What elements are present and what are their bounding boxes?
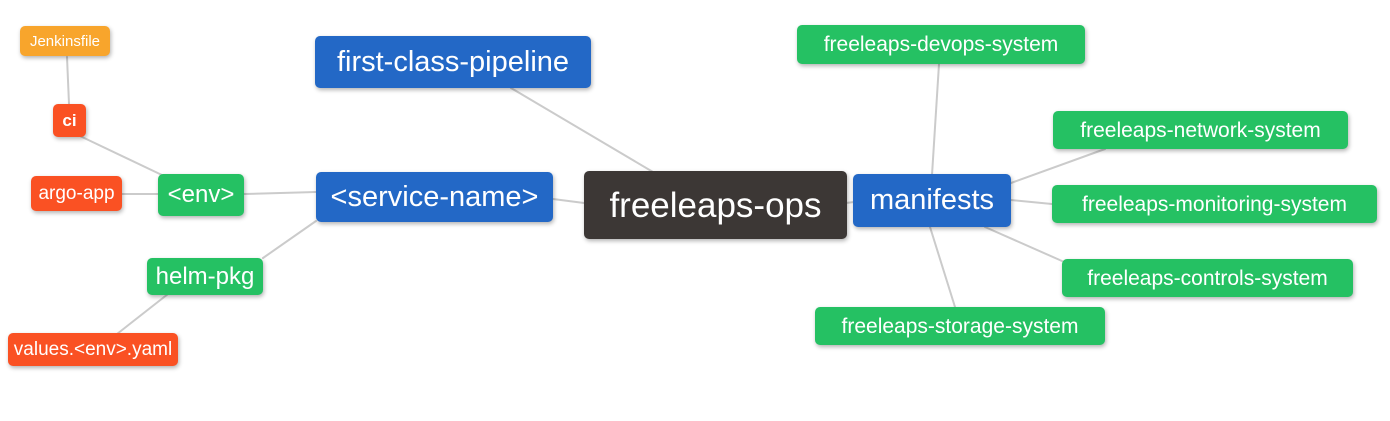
node-ci[interactable]: ci (53, 104, 86, 137)
node-freeleaps-controls-system[interactable]: freeleaps-controls-system (1062, 259, 1353, 297)
node-freeleaps-monitoring-system[interactable]: freeleaps-monitoring-system (1052, 185, 1377, 223)
node-values-env-yaml[interactable]: values.<env>.yaml (8, 333, 178, 366)
edge-service-name-helm-pkg (262, 220, 317, 259)
node-freeleaps-storage-system[interactable]: freeleaps-storage-system (815, 307, 1105, 345)
edge-helm-pkg-values (116, 293, 169, 335)
edge-manifests-storage (929, 226, 956, 308)
node-freeleaps-network-system[interactable]: freeleaps-network-system (1053, 111, 1348, 149)
edge-manifests-network (1010, 148, 1106, 184)
edge-service-name-freeleaps-ops (552, 198, 585, 204)
edge-pipeline-freeleaps-ops (510, 87, 654, 173)
node-first-class-pipeline[interactable]: first-class-pipeline (315, 36, 591, 88)
node-manifests[interactable]: manifests (853, 174, 1011, 227)
node-helm-pkg[interactable]: helm-pkg (147, 258, 263, 295)
node-env[interactable]: <env> (158, 174, 244, 216)
node-service-name[interactable]: <service-name> (316, 172, 553, 222)
edge-freeleaps-ops-manifests (845, 201, 855, 204)
edge-manifests-controls (984, 226, 1063, 262)
node-freeleaps-ops[interactable]: freeleaps-ops (584, 171, 847, 239)
edge-env-service-name (243, 191, 317, 195)
node-freeleaps-devops-system[interactable]: freeleaps-devops-system (797, 25, 1085, 64)
edge-ci-env (79, 135, 165, 177)
edge-jenkinsfile-ci (66, 56, 70, 105)
node-argo-app[interactable]: argo-app (31, 176, 122, 211)
node-jenkinsfile[interactable]: Jenkinsfile (20, 26, 110, 56)
edge-manifests-monitoring (1010, 199, 1053, 205)
edge-manifests-devops (931, 63, 940, 176)
